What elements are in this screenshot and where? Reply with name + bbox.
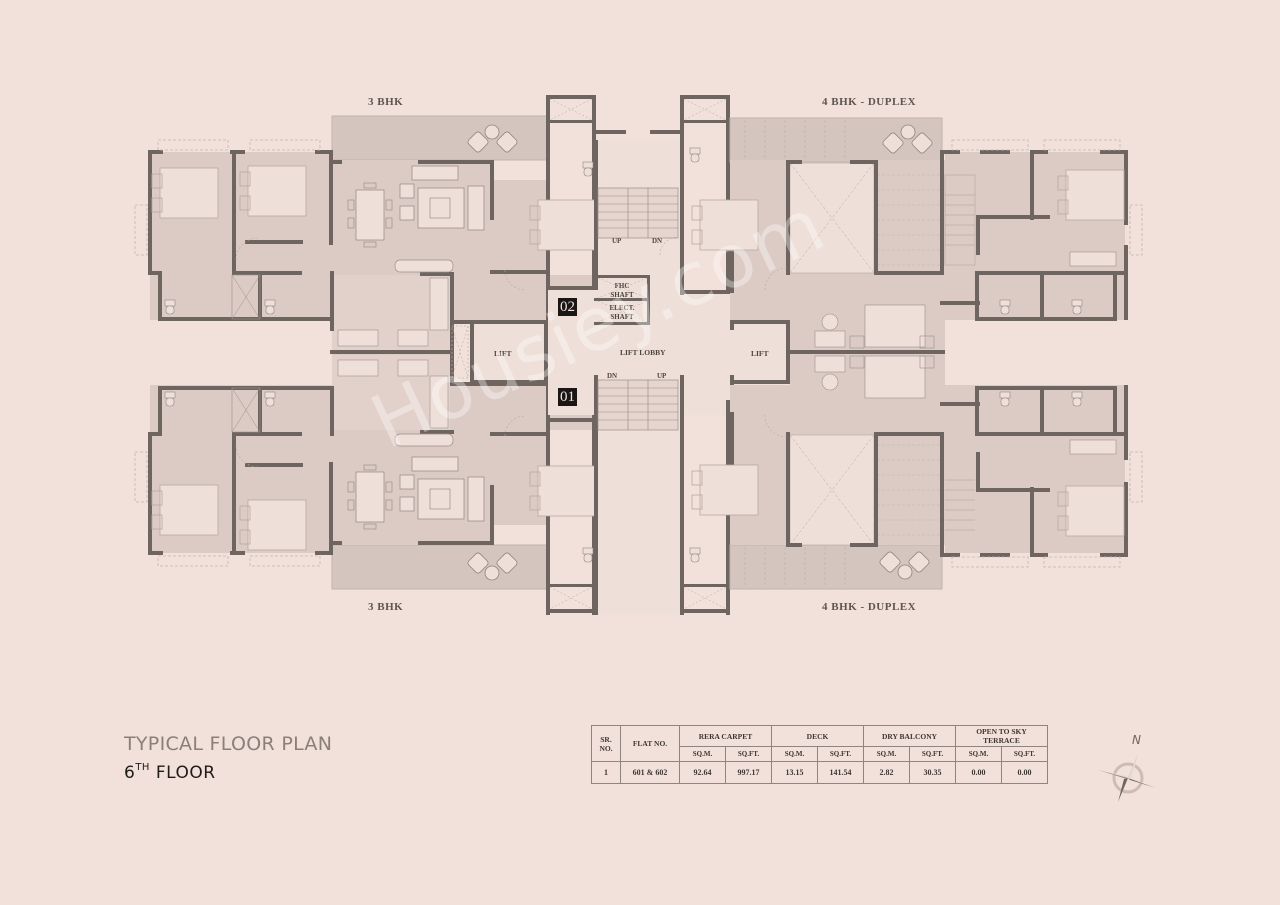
north-label: N (1132, 733, 1141, 747)
header-rera-sqft: SQ.FT. (725, 746, 772, 762)
unit-label-top-right: 4 BHK - DUPLEX (822, 96, 917, 108)
floor-word: FLOOR (155, 763, 216, 783)
stair-top-dn-label: DN (652, 237, 663, 245)
table-row: 1 601 & 602 92.64 997.17 13.15 141.54 2.… (591, 761, 1048, 784)
north-compass-icon: N (1094, 730, 1158, 806)
stair-bottom-up-label: UP (657, 372, 667, 380)
header-dry-balcony: DRY BALCONY (863, 725, 956, 747)
unit-label-top-left: 3 BHK (368, 96, 404, 108)
header-rera-sqm: SQ.M. (679, 746, 726, 762)
cell-rera-sqm: 92.64 (679, 761, 726, 784)
plan-title: TYPICAL FLOOR PLAN (124, 733, 333, 755)
fhc-shaft-label: FHC SHAFT (610, 282, 634, 299)
lift-right-label: LIFT (751, 349, 769, 358)
cell-rera-sqft: 997.17 (725, 761, 772, 784)
lift-left-label: LIFT (494, 349, 512, 358)
header-dry-sqft: SQ.FT. (909, 746, 956, 762)
floor-title: 6TH FLOOR (124, 762, 332, 783)
stair-bottom-dn-label: DN (607, 372, 618, 380)
stair-top-up-label: UP (612, 237, 622, 245)
header-deck: DECK (771, 725, 864, 747)
unit-label-bottom-left: 3 BHK (368, 601, 404, 613)
cell-terrace-sqm: 0.00 (955, 761, 1002, 784)
flat-tag-01: 01 (558, 388, 577, 406)
cell-sr-no: 1 (591, 761, 621, 784)
header-flat-no: FLAT NO. (620, 725, 680, 762)
elect-shaft-label: ELECT. SHAFT (609, 304, 635, 321)
cell-terrace-sqft: 0.00 (1001, 761, 1048, 784)
header-terrace-sqft: SQ.FT. (1001, 746, 1048, 762)
cell-dry-sqft: 30.35 (909, 761, 956, 784)
header-dry-sqm: SQ.M. (863, 746, 910, 762)
floor-ordinal: TH (135, 762, 150, 773)
header-sr-no: SR. NO. (591, 725, 621, 762)
header-open-terrace: OPEN TO SKY TERRACE (955, 725, 1048, 747)
cell-dry-sqm: 2.82 (863, 761, 910, 784)
header-rera-carpet: RERA CARPET (679, 725, 772, 747)
header-deck-sqm: SQ.M. (771, 746, 818, 762)
area-table: SR. NO. FLAT NO. RERA CARPET DECK DRY BA… (591, 725, 1048, 784)
cell-flat-no: 601 & 602 (620, 761, 680, 784)
unit-label-bottom-right: 4 BHK - DUPLEX (822, 601, 917, 613)
header-terrace-sqm: SQ.M. (955, 746, 1002, 762)
cell-deck-sqm: 13.15 (771, 761, 818, 784)
cell-deck-sqft: 141.54 (817, 761, 864, 784)
floor-number: 6 (124, 763, 136, 783)
header-deck-sqft: SQ.FT. (817, 746, 864, 762)
lift-lobby-label: LIFT LOBBY (620, 348, 666, 357)
title-block: TYPICAL FLOOR PLAN 6TH FLOOR (124, 733, 332, 783)
flat-tag-02: 02 (558, 298, 577, 316)
